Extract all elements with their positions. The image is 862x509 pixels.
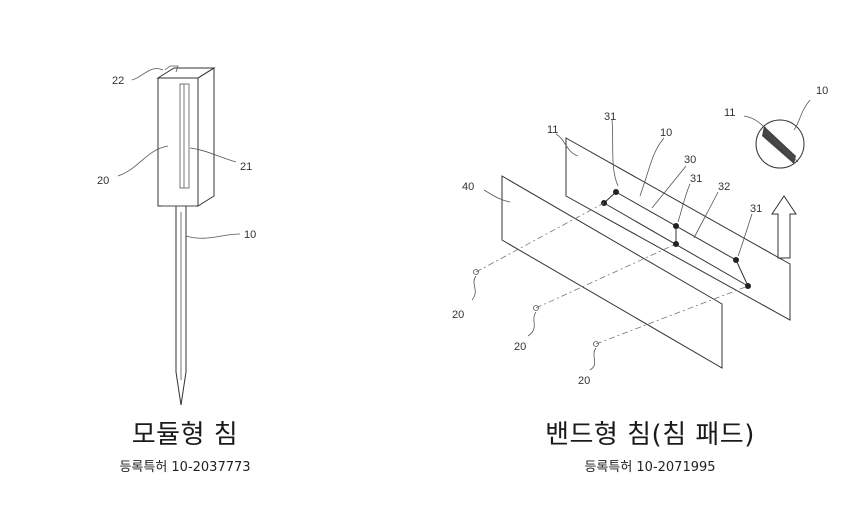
label-20: 20 <box>97 175 109 187</box>
leader-31a <box>611 119 619 187</box>
leader-10 <box>185 233 241 239</box>
needle-head <box>156 65 216 207</box>
needle-shaft <box>175 206 187 406</box>
up-arrow <box>771 195 797 259</box>
leader-20 <box>117 145 169 177</box>
modular-needle-patent: 등록특허 10-2037773 <box>119 460 251 475</box>
leader-31c <box>737 213 753 257</box>
label-10-detail: 10 <box>816 85 828 97</box>
leader-21 <box>189 147 237 163</box>
label-20c: 20 <box>578 375 590 387</box>
label-40: 40 <box>462 181 474 193</box>
label-31c: 31 <box>750 203 762 215</box>
band-needle-drawing: 11 31 10 30 31 32 31 40 11 10 20 20 20 <box>452 85 828 387</box>
needles <box>471 269 599 371</box>
pad-sheet <box>565 137 791 321</box>
label-31a: 31 <box>604 111 616 123</box>
modular-needle-title: 모듈형 침 <box>131 420 239 450</box>
projection-lines <box>475 202 749 345</box>
label-22: 22 <box>112 75 124 87</box>
leader-32 <box>693 191 719 239</box>
label-30: 30 <box>684 154 696 166</box>
label-11: 11 <box>547 124 558 136</box>
leader-40 <box>483 189 511 203</box>
label-20a: 20 <box>452 309 464 321</box>
modular-needle-drawing: 22 20 21 10 <box>97 65 256 406</box>
leader-31b <box>677 183 691 223</box>
leader-22 <box>131 68 164 81</box>
detail-view <box>743 99 811 169</box>
leader-30 <box>651 165 687 209</box>
label-31b: 31 <box>690 173 702 185</box>
band-needle-patent: 등록특허 10-2071995 <box>584 460 716 475</box>
label-11-detail: 11 <box>724 107 735 119</box>
label-10: 10 <box>244 229 256 241</box>
electrode-lines <box>601 189 751 289</box>
label-32: 32 <box>718 181 730 193</box>
label-21: 21 <box>240 161 252 173</box>
leader-10a <box>639 137 665 197</box>
band-needle-title: 밴드형 침(침 패드) <box>545 420 755 450</box>
label-20b: 20 <box>514 341 526 353</box>
release-sheet <box>501 175 723 369</box>
label-10a: 10 <box>660 127 672 139</box>
leader-11 <box>555 133 579 157</box>
